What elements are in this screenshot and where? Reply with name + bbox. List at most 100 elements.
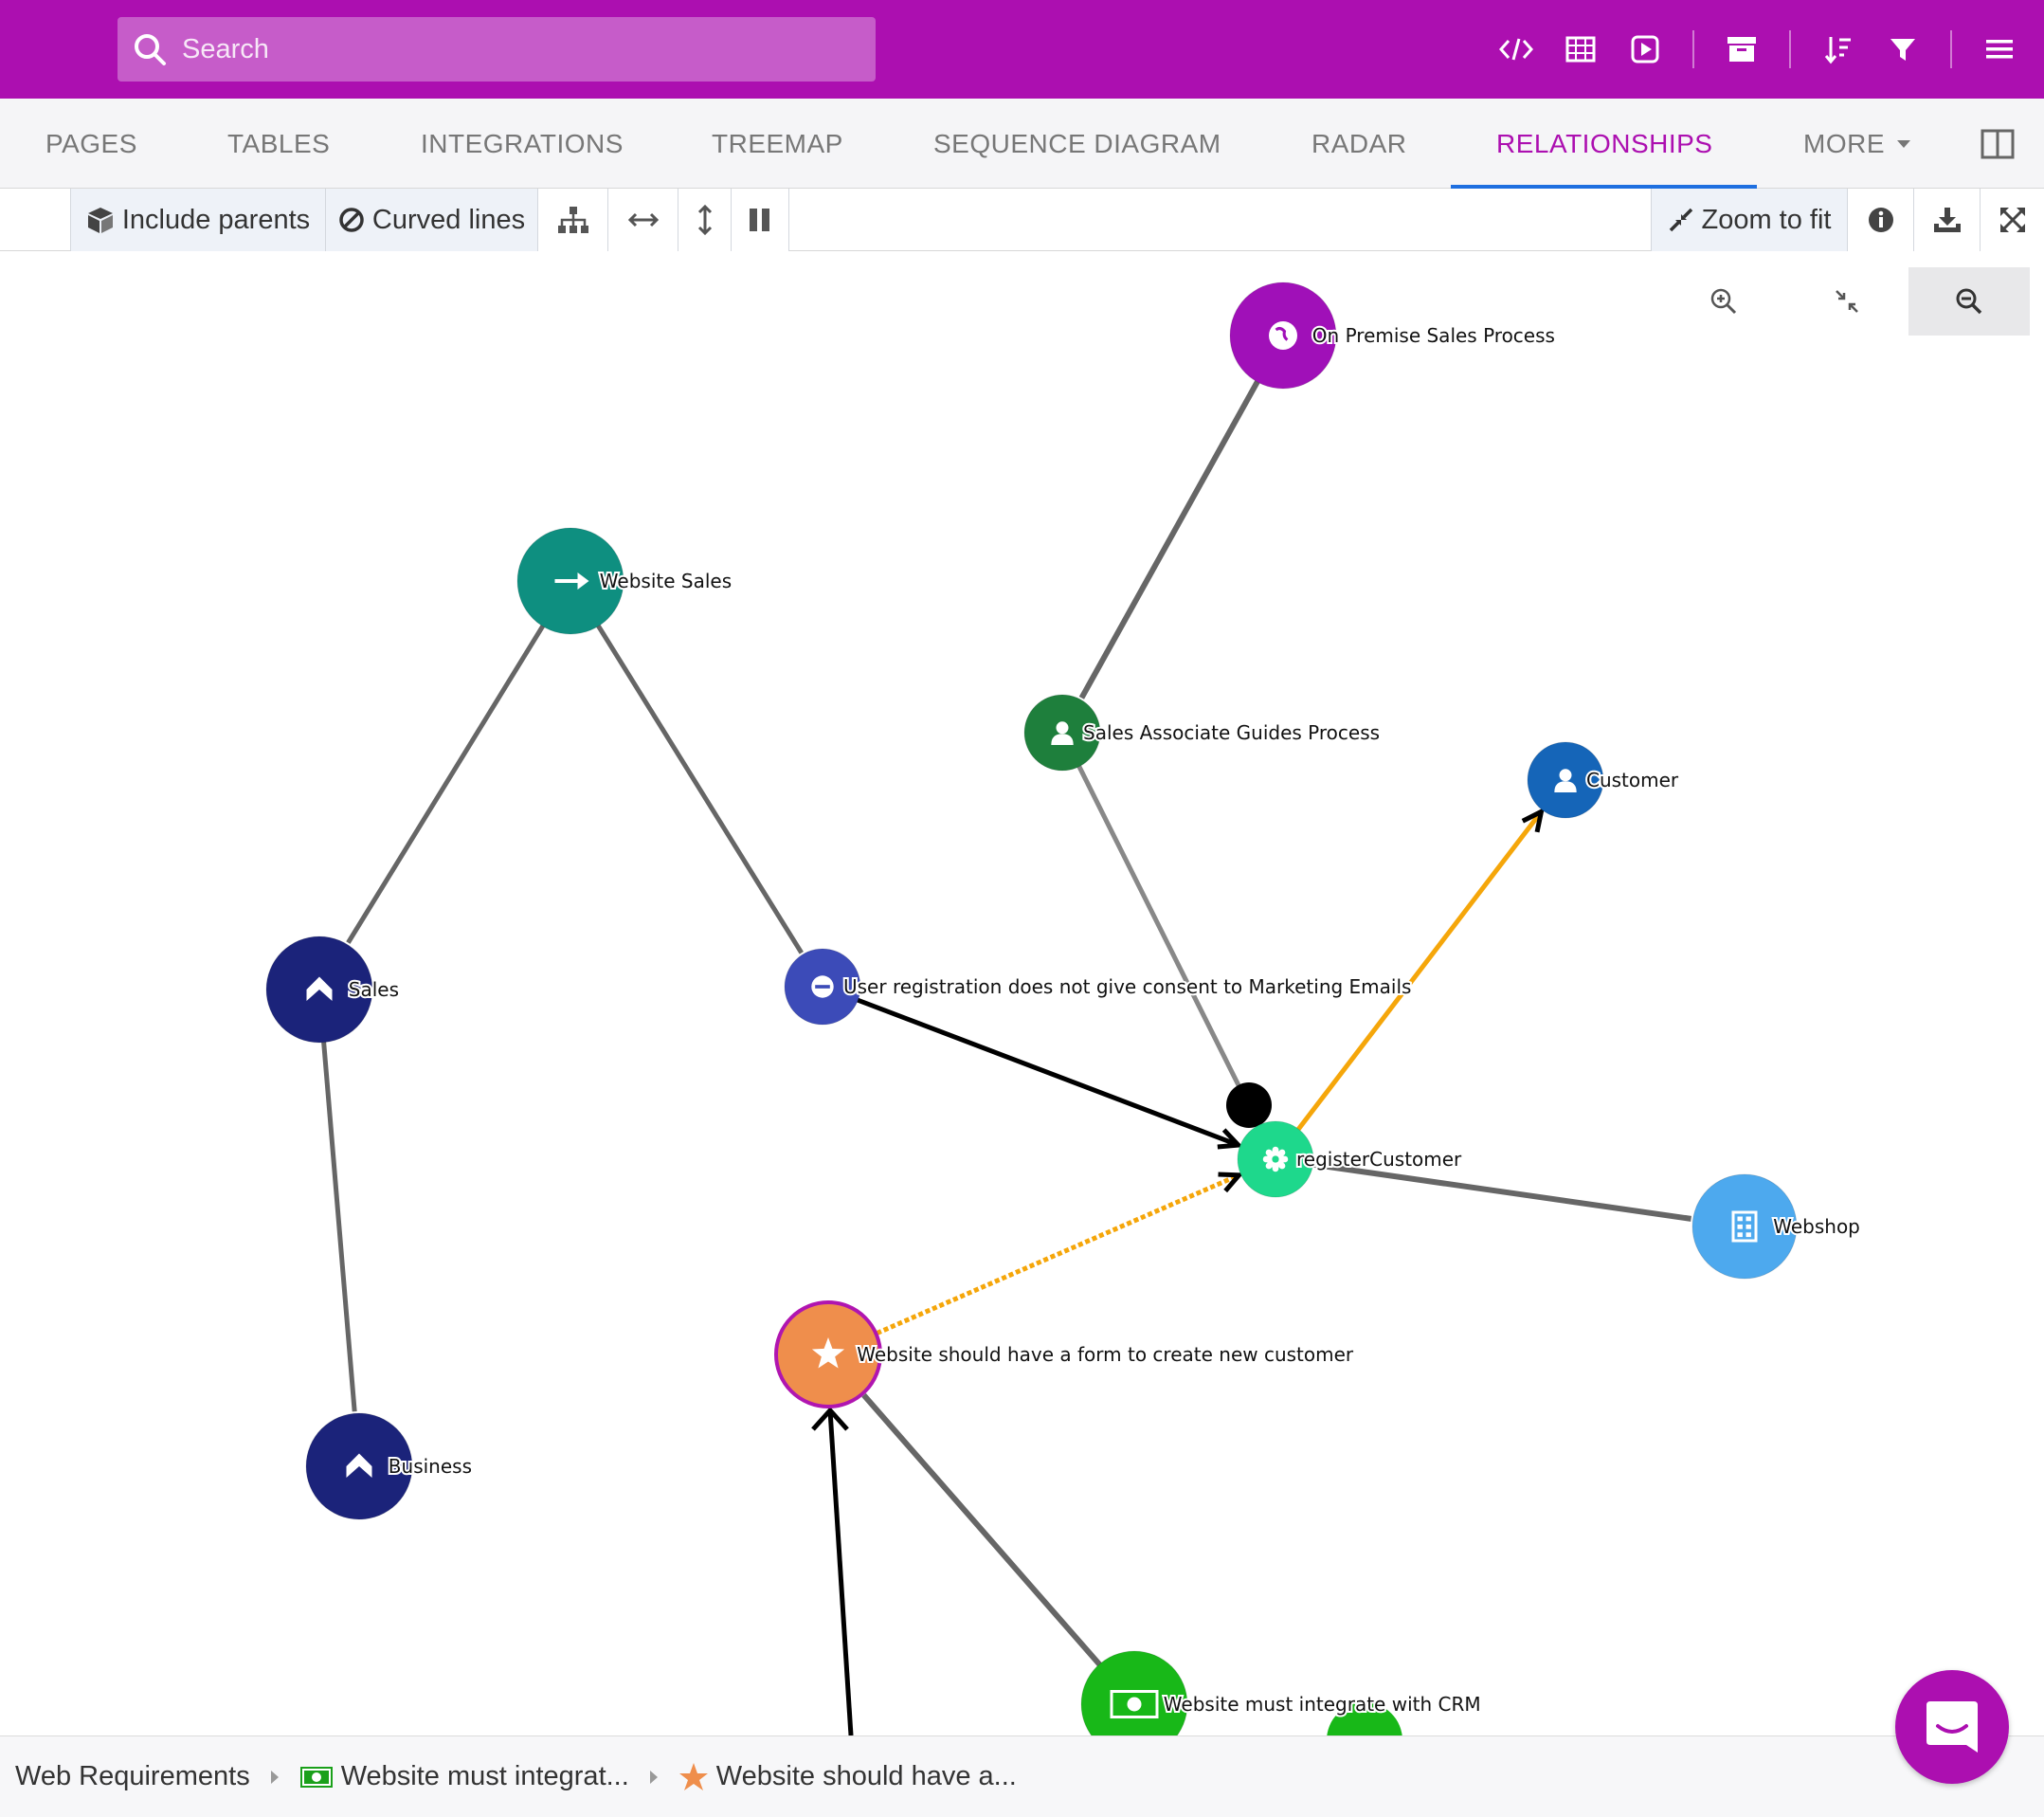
node-sales-associate[interactable]: Sales Associate Guides Process bbox=[1023, 694, 1382, 772]
toolbar-divider bbox=[1789, 30, 1791, 68]
active-tab-indicator bbox=[1451, 185, 1757, 189]
node-label: Sales Associate Guides Process bbox=[1083, 721, 1380, 744]
play-icon[interactable] bbox=[1626, 30, 1664, 68]
chat-launcher-button[interactable] bbox=[1895, 1670, 2009, 1784]
chevron-up-icon bbox=[306, 976, 333, 1001]
info-icon bbox=[1868, 208, 1893, 232]
node-label: registerCustomer bbox=[1296, 1148, 1462, 1171]
edge-website-form-to-register-customer bbox=[826, 1172, 1240, 1357]
chat-icon bbox=[1926, 1701, 1978, 1753]
include-parents-label: Include parents bbox=[121, 204, 311, 235]
breadcrumb-root[interactable]: Web Requirements bbox=[15, 1761, 250, 1791]
hierarchy-layout-button[interactable] bbox=[537, 189, 607, 251]
menu-icon[interactable] bbox=[1981, 30, 2018, 68]
edge-on-premise-to-sales-associate bbox=[1078, 334, 1286, 700]
search-icon bbox=[118, 17, 182, 82]
zoom-out-icon bbox=[1956, 288, 1982, 315]
node-register-customer[interactable]: registerCustomer bbox=[1237, 1120, 1464, 1198]
edge-junction-dot bbox=[1226, 1082, 1272, 1128]
node-webshop[interactable]: Webshop bbox=[1691, 1173, 1862, 1280]
expand-icon bbox=[1999, 208, 2025, 232]
node-customer[interactable]: Customer bbox=[1527, 741, 1681, 819]
node-label: Webshop bbox=[1773, 1215, 1860, 1238]
edge-offscreen-to-website-form bbox=[827, 1409, 854, 1735]
toolbar-divider bbox=[1950, 30, 1952, 68]
breadcrumb-item-form[interactable]: Website should have a... bbox=[678, 1761, 1017, 1792]
split-panel-icon[interactable] bbox=[1981, 129, 2015, 164]
edge-arrowhead bbox=[1218, 1172, 1244, 1193]
tab-pages[interactable]: PAGES bbox=[45, 129, 137, 158]
arrow-right-icon bbox=[554, 572, 589, 590]
download-button[interactable] bbox=[1913, 189, 1980, 251]
chevron-right-icon bbox=[270, 1770, 279, 1784]
info-button[interactable] bbox=[1847, 189, 1913, 251]
include-parents-button[interactable]: Include parents bbox=[70, 189, 325, 251]
toolbar-divider bbox=[1692, 30, 1694, 68]
breadcrumb-item-crm[interactable]: Website must integrat... bbox=[299, 1761, 629, 1792]
arrows-horizontal-icon bbox=[627, 212, 659, 227]
breadcrumb-item-crm-label: Website must integrat... bbox=[340, 1761, 629, 1791]
node-label: Website Sales bbox=[600, 570, 732, 592]
node-label: Website must integrate with CRM bbox=[1164, 1693, 1481, 1716]
globe-icon bbox=[1269, 321, 1297, 350]
horizontal-layout-button[interactable] bbox=[607, 189, 678, 251]
pause-icon bbox=[750, 209, 769, 231]
tab-integrations[interactable]: INTEGRATIONS bbox=[421, 129, 624, 158]
tab-more[interactable]: MORE bbox=[1803, 99, 1911, 189]
tab-relationships[interactable]: RELATIONSHIPS bbox=[1496, 129, 1713, 158]
edge-arrowhead bbox=[811, 1407, 849, 1431]
curved-lines-label: Curved lines bbox=[371, 204, 526, 235]
vertical-layout-button[interactable] bbox=[678, 189, 731, 251]
compress-icon bbox=[1836, 290, 1858, 313]
compress-icon bbox=[1669, 208, 1692, 232]
node-on-premise[interactable]: On Premise Sales Process bbox=[1229, 282, 1557, 390]
node-user-registration[interactable]: User registration does not give consent … bbox=[784, 948, 1413, 1026]
search-box[interactable] bbox=[118, 17, 876, 82]
chevron-right-icon bbox=[649, 1770, 658, 1784]
edge-website-crm-to-website-form bbox=[861, 1392, 1137, 1706]
node-website-sales[interactable]: Website Sales bbox=[516, 527, 733, 635]
building-icon bbox=[1731, 1210, 1758, 1243]
zoom-in-button[interactable] bbox=[1691, 267, 1757, 336]
tab-tables[interactable]: TABLES bbox=[227, 129, 331, 158]
archive-icon[interactable] bbox=[1723, 30, 1761, 68]
star-icon bbox=[811, 1337, 845, 1369]
node-business[interactable]: Business bbox=[305, 1412, 474, 1520]
zoom-to-fit-button[interactable]: Zoom to fit bbox=[1651, 189, 1847, 251]
curved-lines-button[interactable]: Curved lines bbox=[325, 189, 537, 251]
user-icon bbox=[1554, 769, 1577, 792]
pause-layout-button[interactable] bbox=[731, 189, 789, 251]
sitemap-icon bbox=[557, 207, 588, 233]
cube-icon bbox=[87, 208, 113, 233]
zoom-in-icon bbox=[1710, 288, 1737, 315]
node-circle[interactable] bbox=[1691, 1173, 1798, 1280]
node-sales[interactable]: Sales bbox=[265, 936, 401, 1044]
view-tabs: PAGES TABLES INTEGRATIONS TREEMAP SEQUEN… bbox=[0, 99, 2044, 189]
zoom-out-button[interactable] bbox=[1908, 267, 2030, 336]
node-label: Customer bbox=[1586, 769, 1679, 791]
node-partial-offscreen[interactable] bbox=[1327, 1702, 1402, 1735]
search-input[interactable] bbox=[182, 33, 845, 65]
filter-icon[interactable] bbox=[1884, 30, 1922, 68]
node-website-crm[interactable]: Website must integrate with CRM bbox=[1080, 1650, 1483, 1735]
ban-icon bbox=[339, 208, 364, 232]
breadcrumb-item-form-label: Website should have a... bbox=[715, 1761, 1017, 1791]
collapse-button[interactable] bbox=[1814, 267, 1880, 336]
node-website-form[interactable]: Website should have a form to create new… bbox=[774, 1300, 1356, 1408]
fullscreen-button[interactable] bbox=[1980, 189, 2044, 251]
edge-sales-associate-to-register-customer bbox=[1059, 731, 1260, 1125]
edge-sales-to-business bbox=[317, 989, 357, 1412]
sort-icon[interactable] bbox=[1819, 30, 1857, 68]
money-icon bbox=[1110, 1690, 1159, 1718]
node-label: Website should have a form to create new… bbox=[857, 1343, 1354, 1366]
node-label: User registration does not give consent … bbox=[843, 975, 1411, 998]
code-icon[interactable] bbox=[1497, 30, 1535, 68]
node-circle[interactable] bbox=[1080, 1650, 1188, 1735]
table-icon[interactable] bbox=[1562, 30, 1600, 68]
tab-treemap[interactable]: TREEMAP bbox=[712, 129, 843, 158]
tab-radar[interactable]: RADAR bbox=[1311, 129, 1407, 158]
edge-user-registration-to-register-customer bbox=[822, 984, 1239, 1148]
tab-sequence-diagram[interactable]: SEQUENCE DIAGRAM bbox=[933, 129, 1221, 158]
